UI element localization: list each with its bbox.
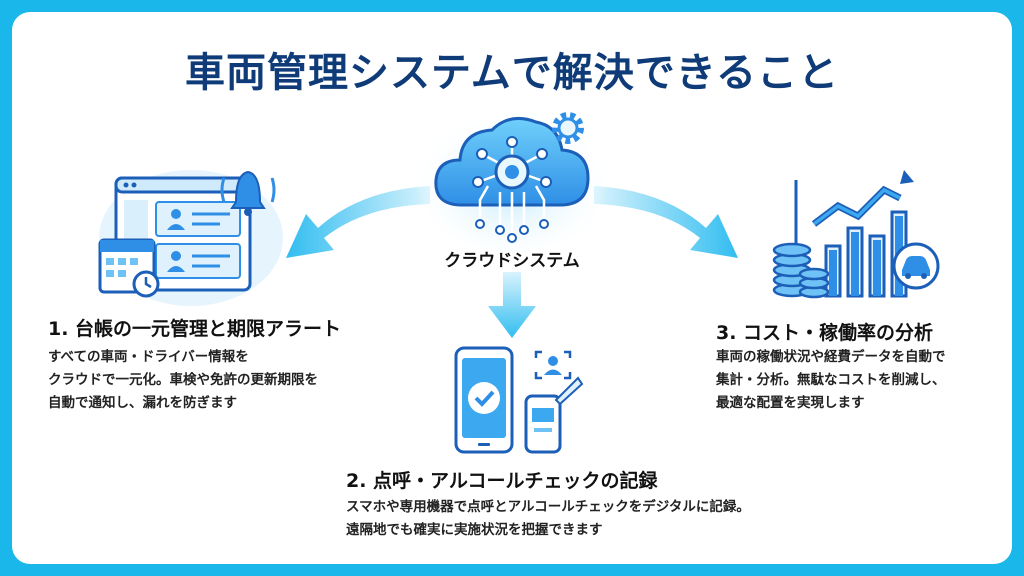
coins-icon (772, 242, 830, 299)
section-2-line: スマホや専用機器で点呼とアルコールチェックをデジタルに記録。 (346, 499, 750, 515)
cloud-network-icon (417, 108, 607, 252)
section-1-body: すべての車両・ドライバー情報を クラウドで一元化。車検や免許の更新期限を 自動で… (48, 346, 318, 415)
section-2-title: 2. 点呼・アルコールチェックの記録 (346, 470, 658, 492)
page-title: 車両管理システムで解決できること (185, 50, 839, 96)
section-3-line: 車両の稼働状況や経費データを自動で (716, 349, 946, 365)
bell-icon (220, 170, 276, 216)
arrow-right (594, 186, 738, 258)
section-1-title: 1. 台帳の一元管理と期限アラート (48, 318, 342, 340)
cloud-system-label: クラウドシステム (444, 251, 580, 271)
arrow-down (488, 272, 536, 338)
section-3-title: 3. コスト・稼働率の分析 (716, 322, 934, 344)
section-3-line: 集計・分析。無駄なコストを削減し、 (716, 372, 946, 388)
ledger-calendar-bell-icon (98, 170, 283, 306)
section-2-line: 遠隔地でも確実に実施状況を把握できます (346, 522, 603, 538)
gear-icon (552, 112, 584, 144)
section-3-body: 車両の稼働状況や経費データを自動で 集計・分析。無駄なコストを削減し、 最適な配… (716, 346, 946, 415)
section-1-line: クラウドで一元化。車検や免許の更新期限を (48, 372, 318, 388)
section-3-line: 最適な配置を実現します (716, 395, 865, 411)
section-2-body: スマホや専用機器で点呼とアルコールチェックをデジタルに記録。 遠隔地でも確実に実… (346, 496, 750, 542)
section-1-line: すべての車両・ドライバー情報を (48, 349, 249, 365)
face-scan-icon (534, 350, 572, 380)
calendar-icon (98, 238, 160, 298)
coins-chart-car-icon (772, 170, 940, 299)
smartphone-breathalyzer-icon (454, 346, 584, 454)
arrow-left (286, 186, 430, 258)
section-1-line: 自動で通知し、漏れを防ぎます (48, 395, 237, 411)
car-icon (892, 242, 940, 290)
